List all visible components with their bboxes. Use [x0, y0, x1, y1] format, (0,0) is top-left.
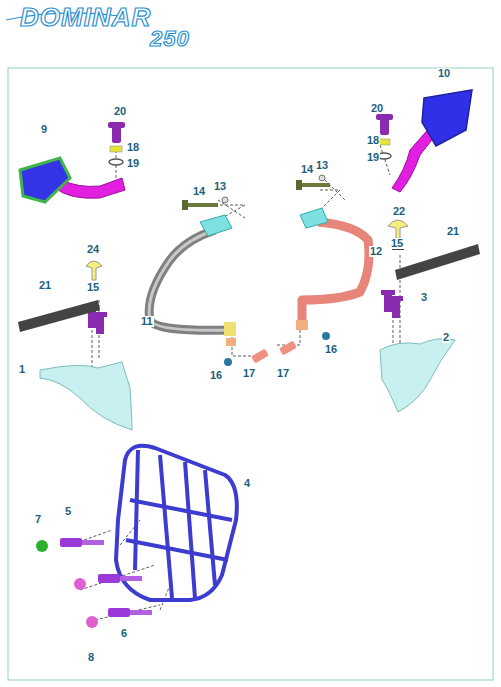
callout-number: 21 — [38, 280, 52, 291]
callout-number: 12 — [369, 246, 383, 257]
callout-number: 9 — [40, 124, 48, 135]
rivet-22 — [388, 220, 408, 240]
callout-number: 20 — [370, 103, 384, 114]
callout-number: 13 — [315, 160, 329, 171]
callout-number: 20 — [113, 106, 127, 117]
bolt-14 — [186, 203, 218, 207]
callout-number: 21 — [446, 226, 460, 237]
callout-number: 24 — [86, 244, 100, 255]
frame — [8, 68, 493, 680]
cap-8 — [86, 616, 98, 628]
callout-number: 15 — [390, 238, 404, 249]
callout-number: 5 — [64, 506, 72, 517]
luggage-rack-4 — [116, 446, 237, 600]
callout-number: 8 — [87, 652, 95, 663]
logo-text: DOMINAR — [20, 4, 151, 30]
callout-number: 17 — [276, 368, 290, 379]
callout-number: 15 — [86, 282, 100, 293]
callout-number: 3 — [420, 292, 428, 303]
mirror-10 — [422, 90, 472, 146]
nut-18 — [110, 146, 122, 152]
washer-19 — [109, 159, 123, 165]
logo-text: 250 — [150, 28, 190, 50]
callout-number: 18 — [126, 142, 140, 153]
bolt-6 — [108, 608, 130, 617]
nut-16 — [224, 358, 232, 366]
grab-rail-11 — [149, 230, 230, 330]
callout-number: 17 — [242, 368, 256, 379]
callout-number: 19 — [126, 158, 140, 169]
mirror-9 — [20, 158, 70, 202]
side-cover-2 — [380, 339, 455, 412]
bracket — [200, 215, 232, 236]
callout-number: 22 — [392, 206, 406, 217]
grab-rail-12 — [302, 222, 369, 320]
callout-number: 13 — [213, 181, 227, 192]
callout-number: 10 — [437, 68, 451, 79]
rivet-24 — [86, 261, 102, 280]
callout-number: 7 — [34, 514, 42, 525]
callout-number: 16 — [324, 344, 338, 355]
callout-number: 16 — [209, 370, 223, 381]
side-cover-1 — [40, 362, 132, 430]
callout-number: 1 — [18, 364, 26, 375]
strip-21 — [18, 300, 100, 332]
callout-number: 14 — [192, 186, 206, 197]
callout-number: 14 — [300, 164, 314, 175]
callout-number: 19 — [366, 152, 380, 163]
spacer-17 — [251, 349, 269, 364]
callout-number: 18 — [366, 135, 380, 146]
bolt-5 — [60, 538, 82, 547]
callout-number: 11 — [140, 316, 154, 327]
cap-7 — [36, 540, 48, 552]
callout-number: 6 — [120, 628, 128, 639]
callout-number: 2 — [442, 332, 450, 343]
callout-number: 4 — [243, 478, 251, 489]
